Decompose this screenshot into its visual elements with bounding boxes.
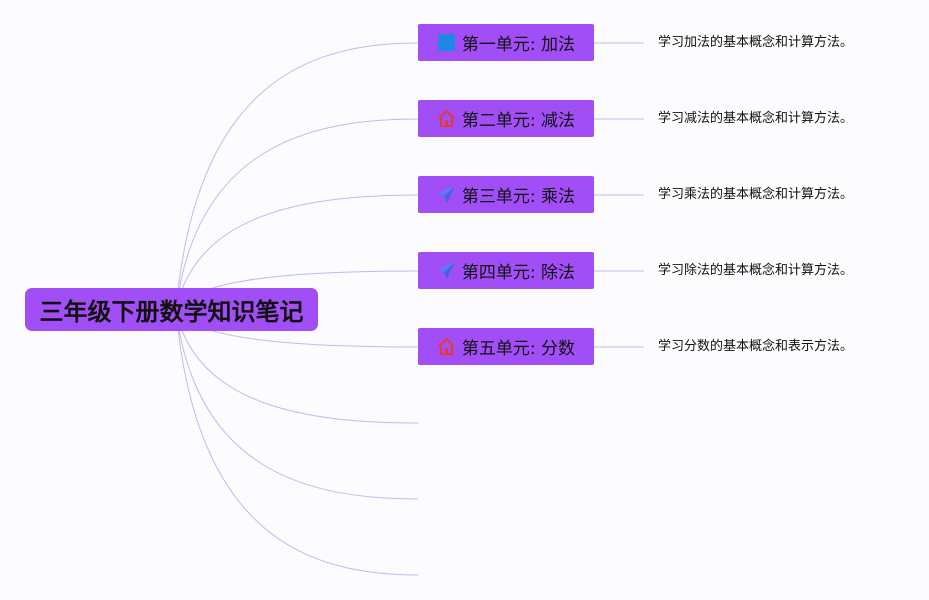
unit-1-description[interactable]: 学习加法的基本概念和计算方法。 [658,35,854,50]
unit-node-4-label: 第四单元: 除法 [461,263,576,283]
unit-node-1-label: 第一单元: 加法 [461,35,576,55]
empty-branch-connector [175,309,419,576]
unit-node-5[interactable]: 第五单元: 分数 [418,328,594,365]
unit-node-3[interactable]: 第三单元: 乘法 [418,176,594,213]
paper-plane-icon [437,185,456,204]
unit-node-3-label: 第三单元: 乘法 [461,187,576,207]
unit-3-description[interactable]: 学习乘法的基本概念和计算方法。 [658,187,854,202]
unit-node-2[interactable]: 第二单元: 减法 [418,100,594,137]
branch-connector [175,118,419,311]
house-icon [437,337,456,356]
branch-connector [175,42,419,311]
unit-2-description[interactable]: 学习减法的基本概念和计算方法。 [658,111,854,126]
unit-node-2-label: 第二单元: 减法 [461,111,576,131]
paper-plane-icon [437,261,456,280]
root-node-label: 三年级下册数学知识笔记 [39,298,304,326]
unit-4-description[interactable]: 学习除法的基本概念和计算方法。 [658,263,854,278]
empty-branch-connector [175,309,419,500]
unit-5-description[interactable]: 学习分数的基本概念和表示方法。 [658,339,854,354]
house-icon [437,109,456,128]
blue-square-icon [437,33,456,52]
root-node[interactable]: 三年级下册数学知识笔记 [25,288,318,331]
unit-node-4[interactable]: 第四单元: 除法 [418,252,594,289]
unit-node-5-label: 第五单元: 分数 [461,339,576,359]
unit-node-1[interactable]: 第一单元: 加法 [418,24,594,61]
